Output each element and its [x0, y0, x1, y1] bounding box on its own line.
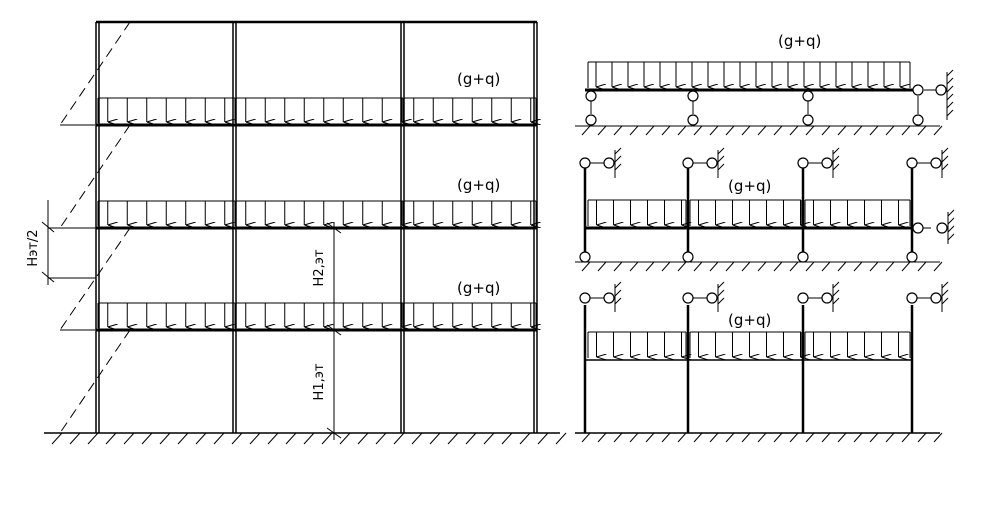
frame-load-label-bottom: (g+q)	[457, 279, 500, 297]
dimension-label-storey-1: H1,эт	[312, 363, 327, 400]
floor-beams	[96, 123, 537, 332]
scheme-support-hatching	[581, 69, 955, 443]
multistorey-frame	[41, 20, 567, 445]
frame-load-label-middle: (g+q)	[457, 176, 500, 194]
dimension-label-half-storey: Hэт/2	[26, 229, 41, 266]
scheme-load-label-middle: (g+q)	[728, 177, 771, 195]
dimension-half-storey	[41, 200, 96, 285]
dimension-label-storey-2: H2,эт	[312, 249, 327, 286]
scheme-load-label-bottom: (g+q)	[728, 311, 771, 329]
scheme-top-floor	[575, 72, 948, 127]
ground-hatching	[51, 432, 567, 445]
scheme-distributed-loads	[587, 61, 911, 358]
calculation-schemes	[575, 61, 955, 443]
frame-load-label-top: (g+q)	[457, 70, 500, 88]
frame-distributed-loads	[97, 97, 536, 328]
deformation-dashed-lines	[59, 21, 131, 434]
scheme-load-label-top: (g+q)	[778, 32, 821, 50]
scheme-bottom-floor	[575, 284, 943, 434]
scheme-middle-floor	[575, 150, 949, 263]
dimension-storeys	[326, 222, 342, 440]
